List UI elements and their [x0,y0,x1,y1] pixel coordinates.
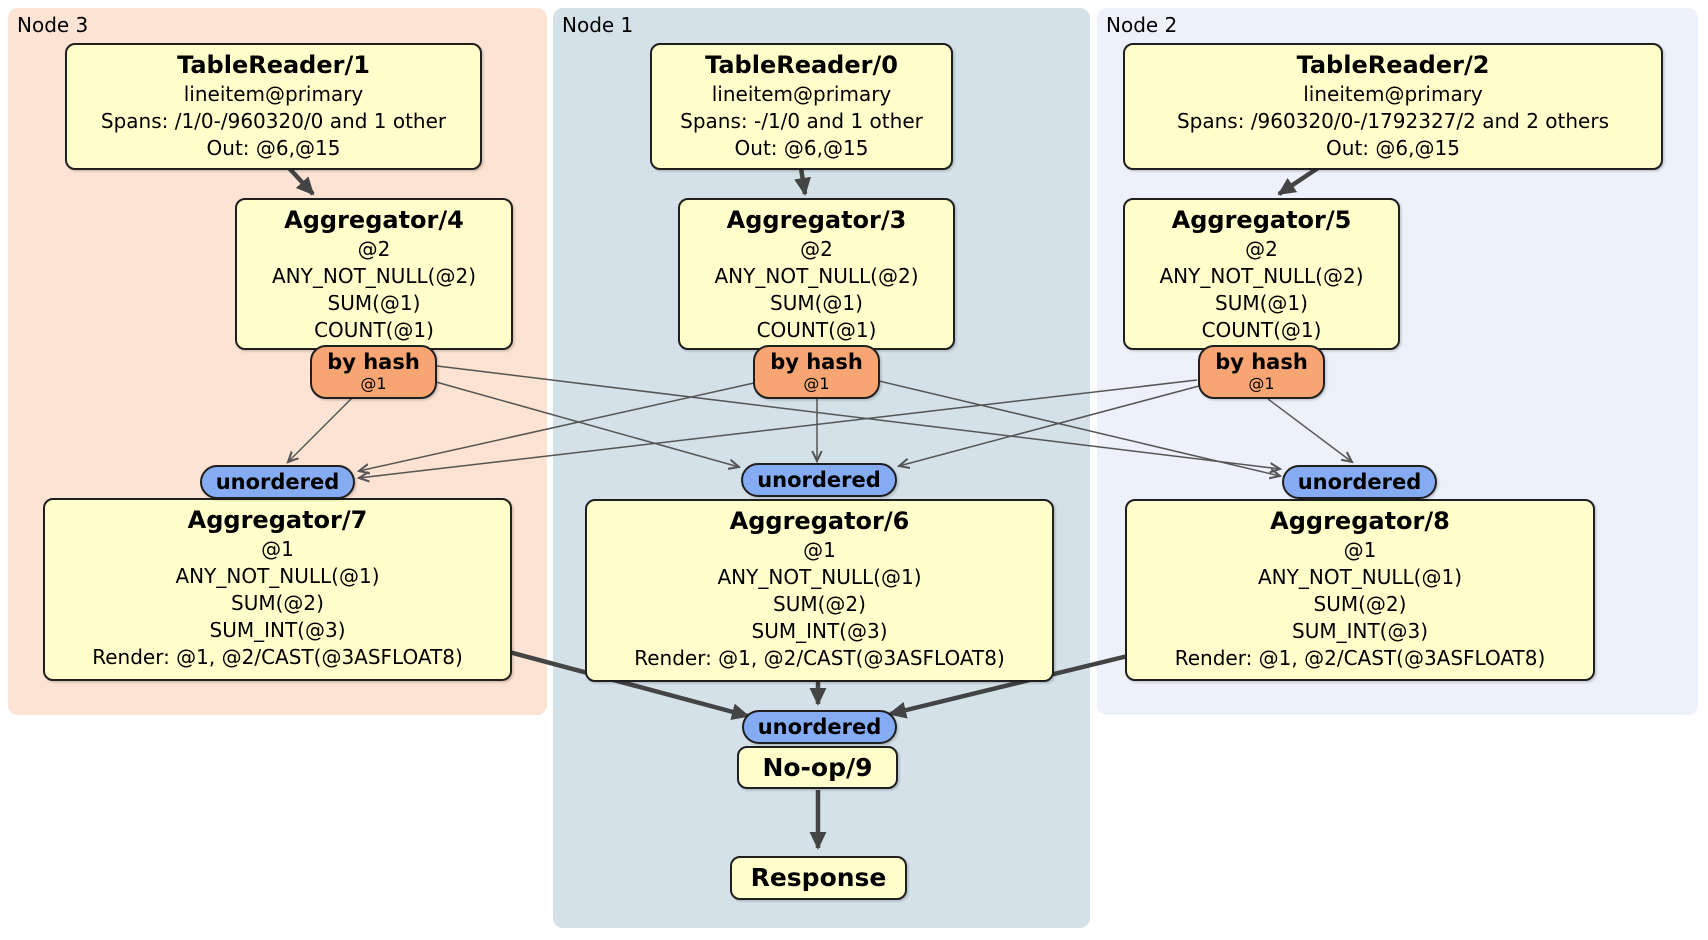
processor-detail: ANY_NOT_NULL(@1) [717,565,922,589]
processor-detail: @1 [261,537,294,561]
processor-detail: COUNT(@1) [314,318,434,342]
processor-detail: SUM_INT(@3) [751,619,888,643]
processor-detail: Out: @6,@15 [1326,136,1460,160]
processor-detail: SUM(@1) [327,291,421,315]
processor-detail: SUM(@1) [770,291,863,315]
processor-title: Aggregator/6 [729,507,910,535]
processor-detail: Render: @1, @2/CAST(@3ASFLOAT8) [92,645,463,669]
processor-detail: COUNT(@1) [756,318,877,342]
edge-r1-u3 [359,382,755,471]
sync-unordered-node2: unordered [1282,465,1437,499]
processor-detail: SUM(@2) [1313,592,1407,616]
sync-unordered-node1: unordered [741,463,897,497]
processor-aggregator-7: Aggregator/7 @1 ANY_NOT_NULL(@1) SUM(@2)… [43,498,512,681]
processor-detail: COUNT(@1) [1201,318,1322,342]
edge-tr1-agg4 [287,166,315,196]
processor-detail: SUM(@2) [231,591,324,615]
region-node3-label: Node 3 [17,13,89,37]
processor-detail: Spans: /1/0-/960320/0 and 1 other [100,109,447,133]
processor-detail: Render: @1, @2/CAST(@3ASFLOAT8) [1174,646,1546,670]
processor-detail: lineitem@primary [183,82,364,106]
response-box: Response [730,856,907,900]
edge-r2-u3 [359,379,1198,478]
sync-unordered-final: unordered [742,710,897,744]
processor-detail: @1 [1343,538,1377,562]
processor-title: Aggregator/3 [726,206,907,234]
router-detail: @1 [1248,374,1275,393]
processor-detail: Out: @6,@15 [734,136,869,160]
edge-r2-u2 [1267,398,1352,462]
router-by-hash-node1: by hash @1 [753,345,880,399]
router-label: by hash [1215,350,1308,374]
processor-detail: ANY_NOT_NULL(@1) [1258,565,1462,589]
processor-detail: @1 [803,538,836,562]
edge-r2-u1 [899,385,1200,466]
router-by-hash-node2: by hash @1 [1198,345,1325,399]
region-node2-label: Node 2 [1106,13,1178,37]
sync-unordered-node3: unordered [200,465,355,499]
processor-detail: ANY_NOT_NULL(@2) [714,264,919,288]
router-by-hash-node3: by hash @1 [310,345,437,399]
processor-title: Aggregator/7 [187,506,368,534]
processor-detail: @2 [1245,237,1278,261]
processor-aggregator-5: Aggregator/5 @2 ANY_NOT_NULL(@2) SUM(@1)… [1123,198,1400,350]
edge-r1-u2 [878,380,1280,476]
edge-tr0-agg3 [794,167,811,196]
region-node1-label: Node 1 [562,13,634,37]
processor-detail: SUM(@2) [773,592,866,616]
router-detail: @1 [360,374,387,393]
edge-tr2-agg5 [1277,166,1320,196]
processor-detail: SUM(@1) [1215,291,1308,315]
edge-r3-u1 [435,381,739,467]
processor-title: Aggregator/5 [1171,206,1352,234]
processor-aggregator-8: Aggregator/8 @1 ANY_NOT_NULL(@1) SUM(@2)… [1125,499,1595,681]
processor-detail: Out: @6,@15 [206,136,341,160]
processor-detail: @2 [357,237,391,261]
processor-title: TableReader/2 [1296,51,1490,79]
processor-detail: Spans: /960320/0-/1792327/2 and 2 others [1176,109,1609,133]
processor-detail: ANY_NOT_NULL(@1) [175,564,380,588]
processor-detail: ANY_NOT_NULL(@2) [1159,264,1364,288]
processor-title: Aggregator/4 [284,206,464,234]
processor-detail: lineitem@primary [1303,82,1483,106]
processor-detail: @2 [800,237,833,261]
processor-detail: SUM_INT(@3) [209,618,346,642]
processor-tablereader-2: TableReader/2 lineitem@primary Spans: /9… [1123,43,1663,170]
processor-title: TableReader/0 [705,51,898,79]
processor-detail: Spans: -/1/0 and 1 other [680,109,923,133]
processor-aggregator-3: Aggregator/3 @2 ANY_NOT_NULL(@2) SUM(@1)… [678,198,955,350]
router-label: by hash [770,350,863,374]
processor-aggregator-6: Aggregator/6 @1 ANY_NOT_NULL(@1) SUM(@2)… [585,499,1054,682]
processor-title: Aggregator/8 [1270,507,1450,535]
processor-detail: lineitem@primary [711,82,892,106]
processor-detail: ANY_NOT_NULL(@2) [272,264,476,288]
processor-noop: No-op/9 [737,746,898,789]
edge-agg8-sync-final [888,650,1141,719]
processor-tablereader-1: TableReader/1 lineitem@primary Spans: /1… [65,43,482,170]
router-detail: @1 [803,374,830,393]
processor-tablereader-0: TableReader/0 lineitem@primary Spans: -/… [650,43,953,170]
processor-aggregator-4: Aggregator/4 @2 ANY_NOT_NULL(@2) SUM(@1)… [235,198,513,350]
processor-detail: Render: @1, @2/CAST(@3ASFLOAT8) [634,646,1005,670]
processor-title: TableReader/1 [177,51,370,79]
router-label: by hash [327,350,420,374]
edge-r3-u2 [436,365,1280,469]
edge-r3-u3 [288,397,353,462]
edge-agg7-sync-final [497,646,750,721]
processor-detail: SUM_INT(@3) [1292,619,1428,643]
